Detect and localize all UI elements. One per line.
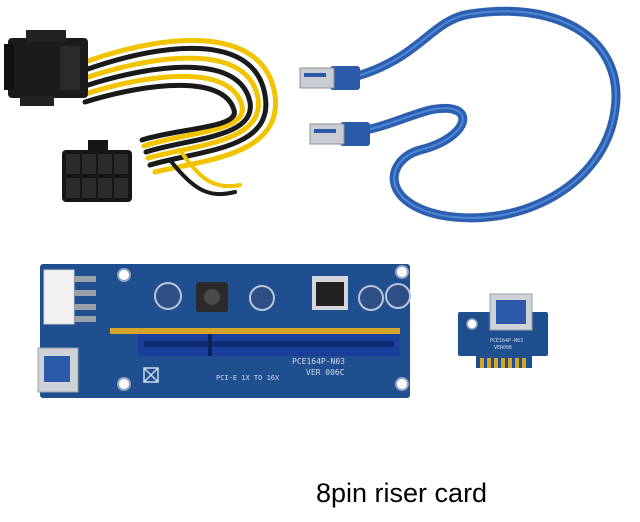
riser-board: PCE164P-N03 VER 006C PCI-E 1X TO 16X — [37, 264, 411, 398]
adapter-model-text: PCE164P-N03 — [490, 338, 523, 344]
certification-marks — [143, 367, 159, 383]
power-wires — [82, 37, 278, 197]
pcie-8pin-connector — [62, 140, 132, 202]
usb-plug-bottom — [309, 122, 370, 146]
board-version-text: VER 006C — [306, 368, 345, 377]
product-caption: 8pin riser card — [316, 478, 488, 508]
molex-connector — [43, 269, 96, 325]
voltage-regulator — [312, 276, 348, 310]
board-slot-text: PCI-E 1X TO 16X — [216, 374, 280, 382]
gold-contacts-strip — [110, 328, 400, 334]
adapter-version-text: VER006 — [494, 345, 512, 351]
usb-plug-top — [299, 66, 360, 90]
usb3-cable — [299, 6, 621, 223]
pcie-x16-slot — [138, 334, 400, 356]
board-model-text: PCE164P-N03 — [292, 357, 345, 366]
sata-connector — [4, 30, 88, 106]
sata-power-cable — [4, 30, 278, 202]
pcie-x1-adapter: PCE164P-N03 VER006 — [458, 293, 548, 368]
board-usb-port — [37, 347, 79, 393]
adapter-gold-fingers — [480, 358, 526, 368]
capacitors — [154, 282, 411, 311]
